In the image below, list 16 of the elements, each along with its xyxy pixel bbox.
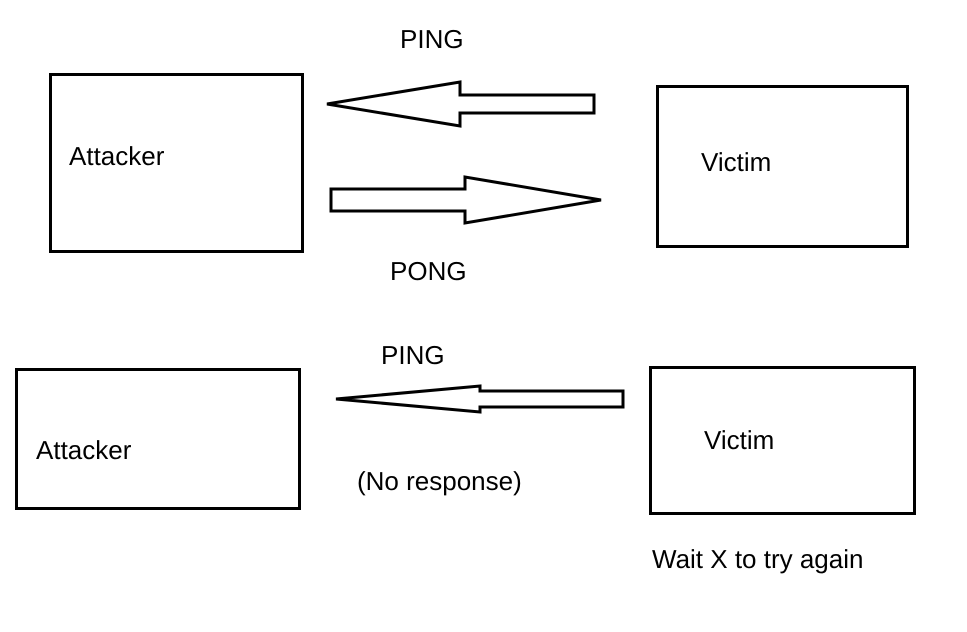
process-box [15,368,301,510]
process-box [49,73,304,253]
node-label: Attacker [36,437,132,463]
edge-label: PONG [390,258,467,284]
note-text: (No response) [357,468,522,494]
node-label: Attacker [69,143,164,169]
block-arrow [326,80,596,128]
process-box [649,366,916,515]
block-arrow [334,384,624,414]
edge-label: PING [400,26,464,52]
process-box [656,85,909,248]
note-text: Wait X to try again [652,546,864,572]
edge-label: PING [381,342,445,368]
node-label: Victim [704,427,774,453]
block-arrow [330,175,602,225]
node-label: Victim [701,149,772,175]
